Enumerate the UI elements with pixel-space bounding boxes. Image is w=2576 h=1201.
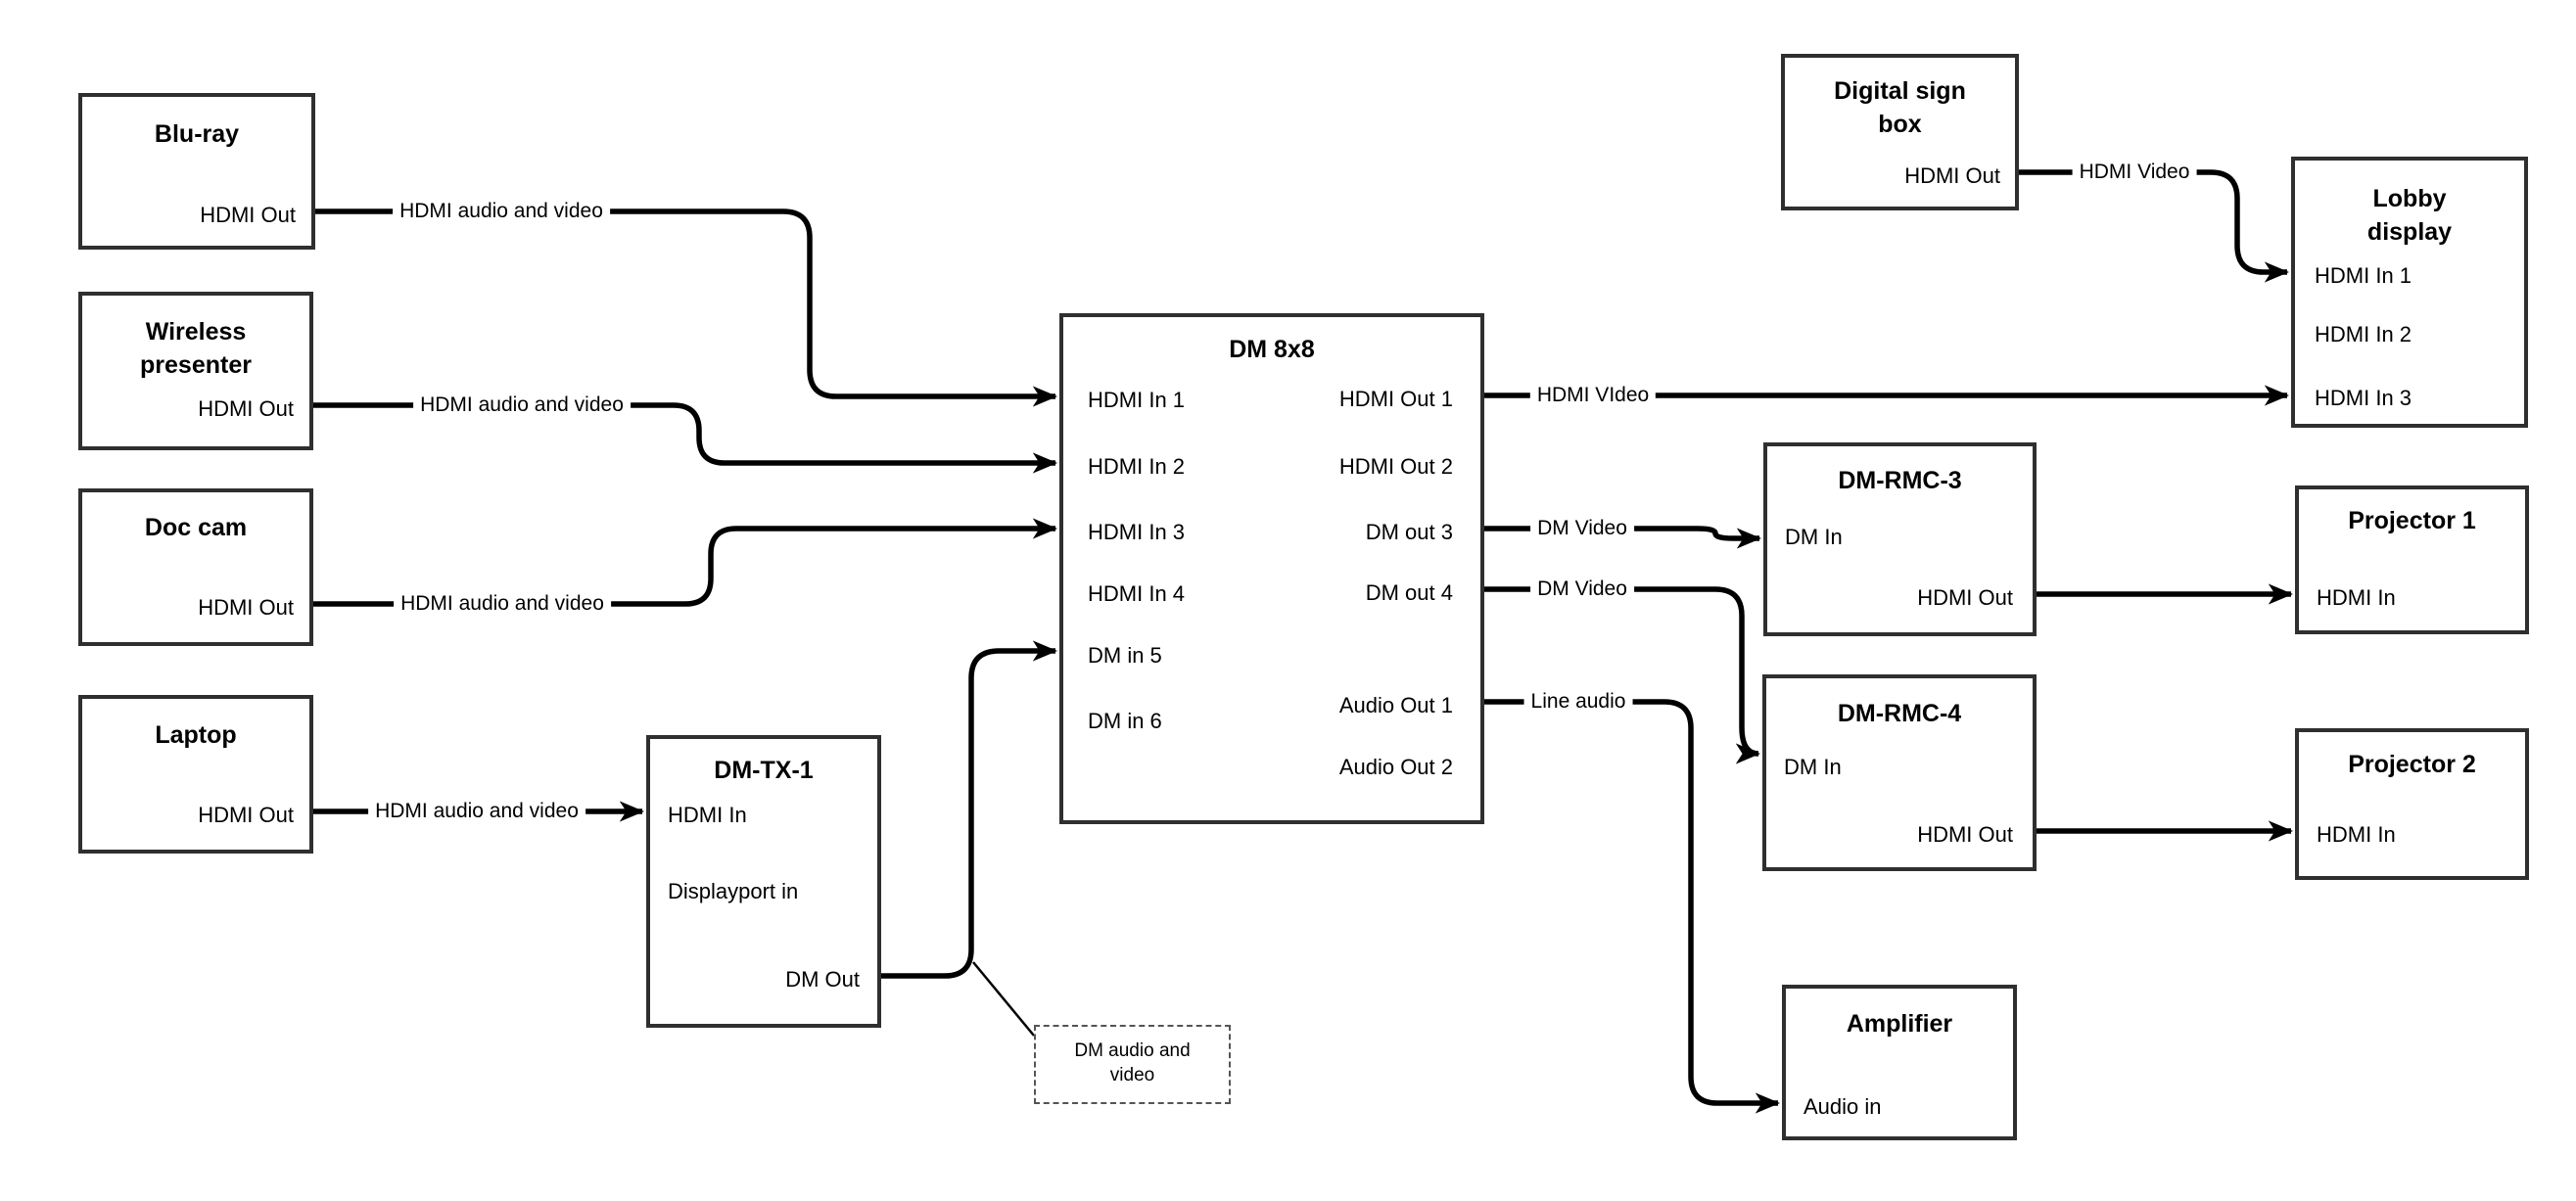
- node-amplifier-title-line: Amplifier: [1846, 1010, 1953, 1038]
- port-digitalsign-hdmi-out: HDMI Out: [1904, 163, 2000, 188]
- port-dm8x8-dm-in-6: DM in 6: [1088, 709, 1162, 733]
- node-bluray: Blu-ray HDMI Out: [78, 93, 315, 250]
- node-dm-8x8: DM 8x8 HDMI In 1 HDMI In 2 HDMI In 3 HDM…: [1059, 313, 1484, 824]
- wire-label-doccam: HDMI audio and video: [394, 591, 611, 617]
- port-dm8x8-dm-out-3: DM out 3: [1365, 520, 1453, 544]
- wire-dmtx1-to-dm8x8-in5: [881, 640, 1058, 979]
- annotation-line: DM audio and: [1074, 1040, 1191, 1061]
- wire-label-hdmi-video-out1: HDMI VIdeo: [1529, 383, 1657, 408]
- port-dm8x8-hdmi-in-2: HDMI In 2: [1088, 454, 1186, 479]
- node-projector-1-title: Projector 1: [2299, 504, 2525, 537]
- port-proj2-hdmi-in: HDMI In: [2317, 822, 2396, 847]
- wire-bluray-to-dm8x8-in1: [315, 208, 1058, 407]
- port-dm8x8-hdmi-in-3: HDMI In 3: [1088, 520, 1186, 544]
- node-bluray-title-line: Blu-ray: [154, 120, 240, 148]
- node-lobby-display: Lobby display HDMI In 1 HDMI In 2 HDMI I…: [2291, 157, 2528, 428]
- node-lobby-title-line: Lobby: [2372, 185, 2447, 212]
- wire-dm8x8-aout1-to-amplifier: [1484, 699, 1781, 1114]
- wire-label-hdmi-video-digitalsign: HDMI Video: [2072, 160, 2197, 185]
- node-wireless-presenter-title: Wireless presenter: [82, 315, 309, 382]
- port-wireless-hdmi-out: HDMI Out: [198, 396, 294, 421]
- node-dm-8x8-title: DM 8x8: [1063, 333, 1480, 366]
- port-lobby-hdmi-in-2: HDMI In 2: [2315, 322, 2412, 346]
- node-projector-1: Projector 1 HDMI In: [2295, 485, 2529, 634]
- port-dmtx1-displayport-in: Displayport in: [668, 879, 799, 903]
- port-dmrmc4-dm-in: DM In: [1784, 755, 1842, 779]
- node-dm-rmc-4-title: DM-RMC-4: [1766, 697, 2033, 730]
- wire-digitalsign-to-lobby-in1: [2019, 169, 2290, 283]
- node-dm-tx-1-title: DM-TX-1: [650, 754, 877, 787]
- node-wireless-title-line: Wireless: [145, 318, 247, 346]
- wire-label-line-audio: Line audio: [1523, 689, 1633, 715]
- port-amplifier-audio-in: Audio in: [1803, 1094, 1882, 1119]
- node-dm-rmc-4-title-line: DM-RMC-4: [1837, 700, 1962, 727]
- node-doc-cam-title: Doc cam: [82, 511, 309, 544]
- annotation-callout-line: [972, 961, 1035, 1037]
- annotation-dm-audio-and-video: DM audio and video: [1034, 1025, 1231, 1104]
- port-dmtx1-hdmi-in: HDMI In: [668, 803, 747, 827]
- node-laptop-title: Laptop: [82, 718, 309, 752]
- port-lobby-hdmi-in-3: HDMI In 3: [2315, 386, 2412, 410]
- node-lobby-title-line: display: [2366, 218, 2453, 246]
- port-dm8x8-audio-out-1: Audio Out 1: [1338, 693, 1453, 717]
- node-bluray-title: Blu-ray: [82, 117, 311, 151]
- node-dm-rmc-3: DM-RMC-3 DM In HDMI Out: [1763, 442, 2037, 636]
- node-doc-cam: Doc cam HDMI Out: [78, 488, 313, 646]
- wire-wireless-to-dm8x8-in2: [313, 402, 1058, 474]
- node-dm-rmc-3-title: DM-RMC-3: [1767, 464, 2033, 497]
- annotation-line: video: [1109, 1065, 1155, 1086]
- wire-label-wireless: HDMI audio and video: [413, 393, 631, 418]
- port-dm8x8-hdmi-in-4: HDMI In 4: [1088, 581, 1186, 606]
- node-digital-sign-title-line: box: [1878, 111, 1922, 138]
- port-lobby-hdmi-in-1: HDMI In 1: [2315, 263, 2412, 288]
- port-doccam-hdmi-out: HDMI Out: [198, 595, 294, 620]
- wire-label-dm-video-out3: DM Video: [1530, 516, 1634, 541]
- node-digital-sign-title-line: Digital sign: [1834, 77, 1966, 105]
- port-laptop-hdmi-out: HDMI Out: [198, 803, 294, 827]
- port-dm8x8-dm-in-5: DM in 5: [1088, 643, 1162, 668]
- node-digital-sign-box: Digital sign box HDMI Out: [1781, 54, 2019, 210]
- port-dm8x8-hdmi-out-2: HDMI Out 2: [1338, 454, 1453, 479]
- wire-label-laptop: HDMI audio and video: [368, 799, 585, 824]
- node-amplifier: Amplifier Audio in: [1782, 985, 2017, 1140]
- node-projector-2-title-line: Projector 2: [2348, 751, 2476, 778]
- node-laptop: Laptop HDMI Out: [78, 695, 313, 854]
- port-dmtx1-dm-out: DM Out: [785, 967, 860, 992]
- wire-dm8x8-out4-to-dmrmc4: [1484, 586, 1761, 764]
- port-dm8x8-hdmi-in-1: HDMI In 1: [1088, 388, 1186, 412]
- node-wireless-presenter: Wireless presenter HDMI Out: [78, 292, 313, 450]
- port-dmrmc3-dm-in: DM In: [1785, 525, 1843, 549]
- node-dm-rmc-3-title-line: DM-RMC-3: [1838, 467, 1962, 494]
- wire-label-dm-video-out4: DM Video: [1530, 577, 1634, 602]
- node-dm-8x8-title-line: DM 8x8: [1229, 336, 1315, 363]
- wire-label-bluray: HDMI audio and video: [393, 199, 610, 224]
- port-dmrmc3-hdmi-out: HDMI Out: [1917, 585, 2013, 610]
- node-projector-2-title: Projector 2: [2299, 748, 2525, 781]
- node-dm-tx-1: DM-TX-1 HDMI In Displayport in DM Out: [646, 735, 881, 1028]
- port-dmrmc4-hdmi-out: HDMI Out: [1917, 822, 2013, 847]
- node-doc-cam-title-line: Doc cam: [144, 514, 248, 541]
- node-dm-rmc-4: DM-RMC-4 DM In HDMI Out: [1762, 674, 2037, 871]
- wire-dm8x8-out3-to-dmrmc3: [1484, 526, 1762, 549]
- port-proj1-hdmi-in: HDMI In: [2317, 585, 2396, 610]
- wire-doccam-to-dm8x8-in3: [313, 518, 1058, 607]
- port-dm8x8-dm-out-4: DM out 4: [1365, 580, 1453, 605]
- port-dm8x8-hdmi-out-1: HDMI Out 1: [1338, 387, 1453, 411]
- node-lobby-display-title: Lobby display: [2295, 182, 2524, 249]
- node-wireless-title-line: presenter: [140, 351, 252, 379]
- node-projector-1-title-line: Projector 1: [2348, 507, 2476, 534]
- node-dm-tx-1-title-line: DM-TX-1: [714, 757, 814, 784]
- port-dm8x8-audio-out-2: Audio Out 2: [1338, 755, 1453, 779]
- node-projector-2: Projector 2 HDMI In: [2295, 728, 2529, 880]
- port-bluray-hdmi-out: HDMI Out: [200, 203, 296, 227]
- node-digital-sign-box-title: Digital sign box: [1785, 74, 2015, 141]
- node-amplifier-title: Amplifier: [1786, 1007, 2013, 1040]
- node-laptop-title-line: Laptop: [155, 721, 237, 749]
